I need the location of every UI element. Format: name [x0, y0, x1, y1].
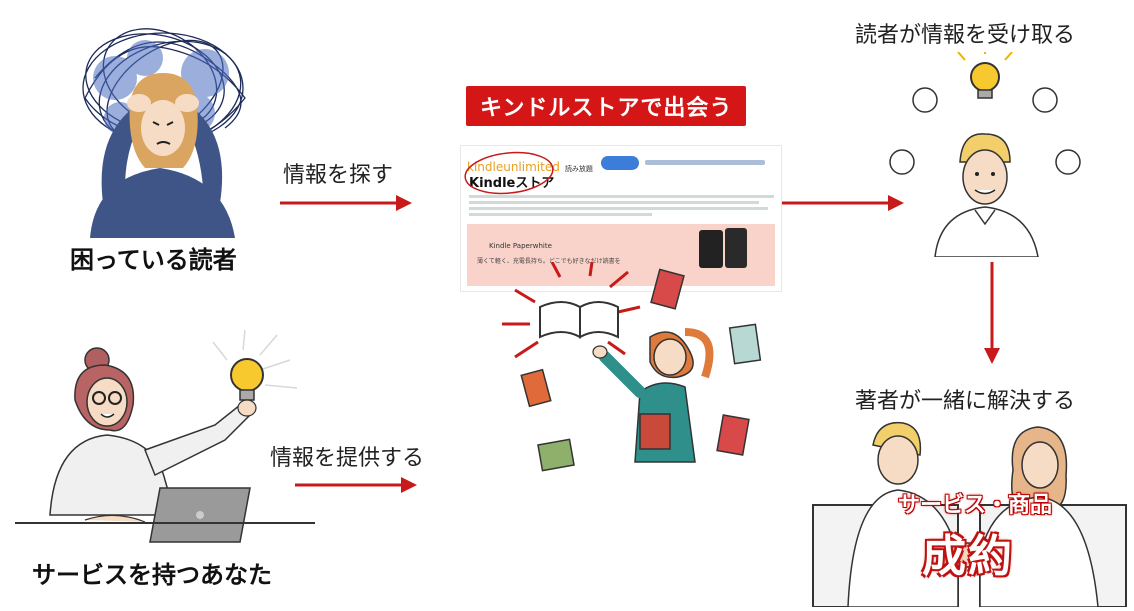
subscribe-pill[interactable]	[601, 156, 639, 170]
provide-arrow	[295, 477, 417, 493]
kindle-store-banner: キンドルストアで出会う	[466, 86, 747, 126]
provide-flow-label: 情報を提供する	[270, 446, 425, 471]
receive-label: 読者が情報を受け取る	[855, 23, 1076, 48]
enlightened-reader-illustration	[880, 46, 1090, 258]
deal-closed-title: 成約	[922, 531, 1014, 582]
down-arrow	[984, 262, 1000, 364]
red-circle-highlight	[464, 151, 554, 195]
promo-text-lines	[645, 160, 765, 165]
store-link-lines	[469, 192, 774, 219]
kindle-device-image	[699, 230, 723, 268]
kindle-device-image-2	[725, 228, 747, 268]
kindle-unlimited-suffix: 読み放題	[564, 165, 593, 173]
paperwhite-promo[interactable]: Kindle Paperwhite 薄くて軽く、充電長持ち。どこでも好きなだけ読…	[467, 224, 775, 286]
deliver-arrow	[778, 195, 904, 211]
kindle-store-screenshot: kindleunlimited 読み放題 Kindleストア Kindle Pa…	[460, 145, 782, 292]
provider-caption: サービスを持つあなた	[32, 561, 272, 589]
provider-illustration	[15, 329, 315, 555]
troubled-reader-illustration	[55, 18, 265, 238]
paperwhite-title: Kindle Paperwhite	[489, 242, 552, 250]
paperwhite-tagline: 薄くて軽く、充電長持ち。どこでも好きなだけ読書を	[477, 258, 621, 265]
solve-label: 著者が一緒に解決する	[855, 389, 1076, 414]
troubled-reader-caption: 困っている読者	[70, 246, 237, 274]
kindle-unlimited-text: kindleunlimited	[467, 160, 560, 174]
handshake-illustration	[808, 415, 1130, 608]
kindle-unlimited-logo: kindleunlimited 読み放題	[467, 156, 593, 175]
search-arrow	[280, 195, 412, 211]
deal-subtitle: サービス・商品	[898, 493, 1053, 518]
reader-with-books-illustration	[490, 261, 790, 494]
search-flow-label: 情報を探す	[283, 163, 394, 188]
